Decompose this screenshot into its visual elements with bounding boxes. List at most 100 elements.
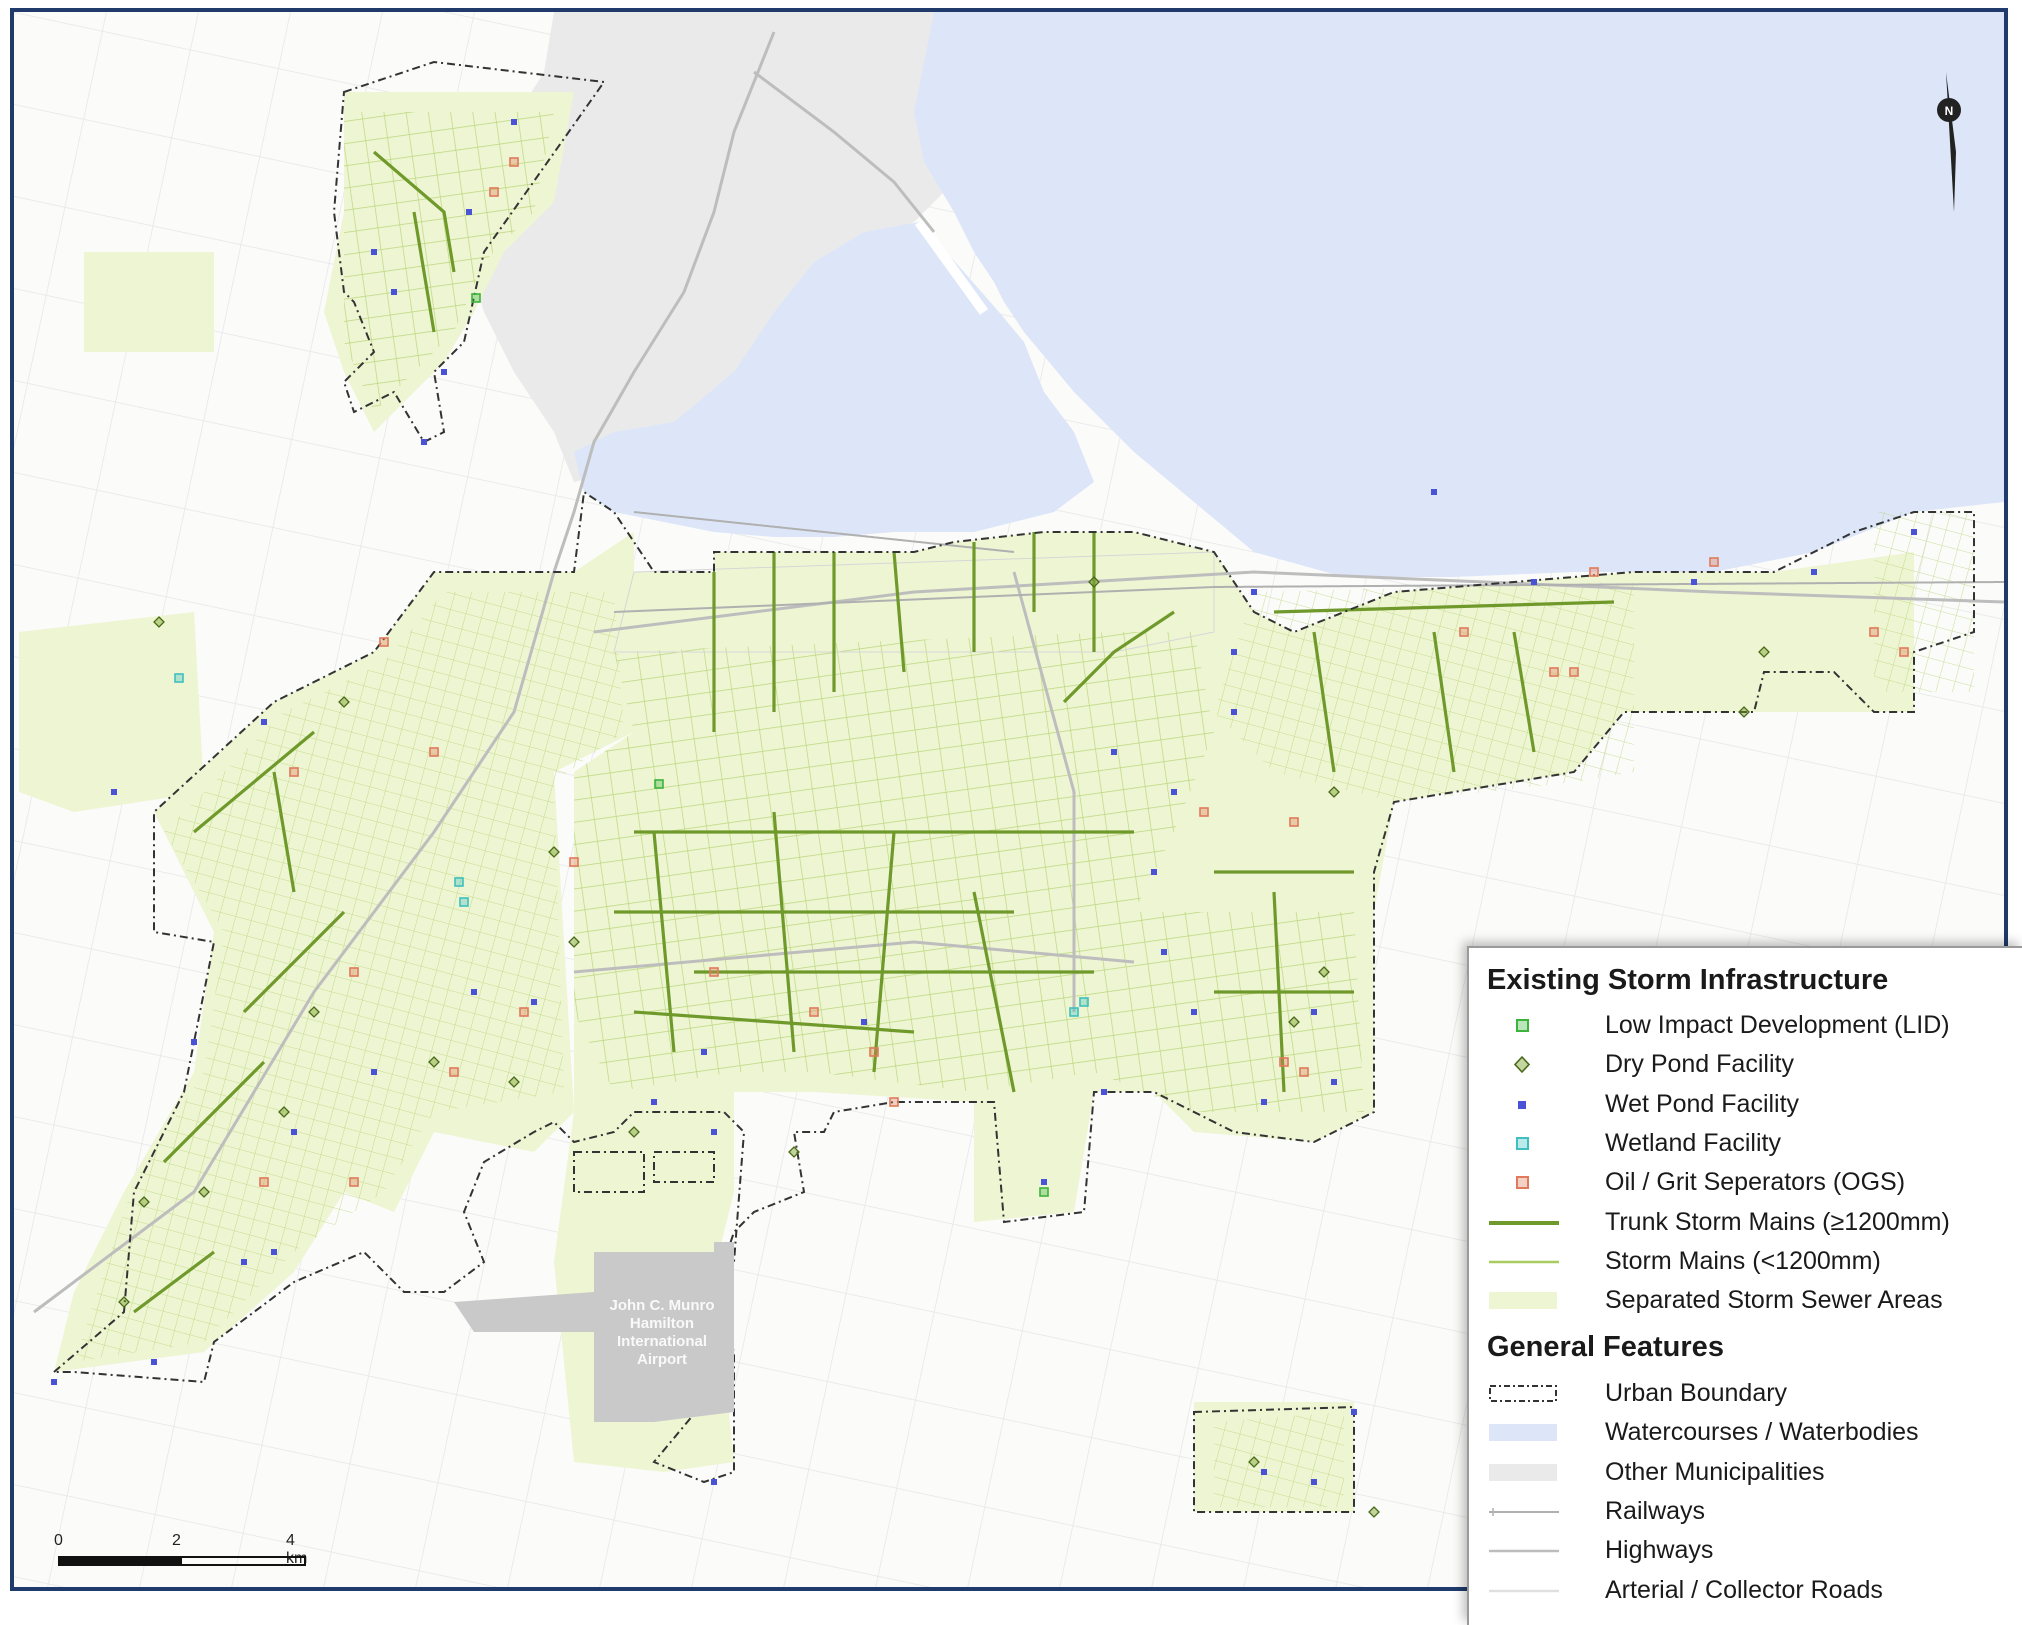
- dry-pond-marker[interactable]: [1738, 706, 1750, 718]
- ogs-marker[interactable]: [519, 1007, 529, 1017]
- wetland-marker[interactable]: [1069, 1007, 1079, 1017]
- dry-pond-marker[interactable]: [428, 1056, 440, 1068]
- dry-pond-marker[interactable]: [138, 1196, 150, 1208]
- wet-pond-marker[interactable]: [466, 209, 472, 215]
- wet-pond-marker[interactable]: [1311, 1009, 1317, 1015]
- ogs-marker[interactable]: [809, 1007, 819, 1017]
- ogs-marker[interactable]: [569, 857, 579, 867]
- ogs-marker[interactable]: [489, 187, 499, 197]
- ogs-marker[interactable]: [1869, 627, 1879, 637]
- wet-pond-marker[interactable]: [1041, 1179, 1047, 1185]
- wet-pond-marker[interactable]: [1251, 589, 1257, 595]
- wet-pond-marker[interactable]: [261, 719, 267, 725]
- wet-pond-marker[interactable]: [51, 1379, 57, 1385]
- ogs-marker[interactable]: [889, 1097, 899, 1107]
- ogs-marker[interactable]: [449, 1067, 459, 1077]
- wet-pond-marker[interactable]: [711, 1129, 717, 1135]
- dry-pond-marker[interactable]: [1758, 646, 1770, 658]
- dry-pond-marker[interactable]: [1368, 1506, 1380, 1518]
- ogs-marker[interactable]: [1589, 567, 1599, 577]
- ogs-marker[interactable]: [1289, 817, 1299, 827]
- wet-pond-marker[interactable]: [111, 789, 117, 795]
- lid-marker[interactable]: [471, 293, 481, 303]
- dry-pond-marker[interactable]: [1328, 786, 1340, 798]
- ogs-marker[interactable]: [259, 1177, 269, 1187]
- wetland-marker[interactable]: [174, 673, 184, 683]
- dry-pond-marker[interactable]: [1088, 576, 1100, 588]
- wet-pond-marker[interactable]: [241, 1259, 247, 1265]
- wet-pond-marker[interactable]: [1111, 749, 1117, 755]
- wet-pond-marker[interactable]: [531, 999, 537, 1005]
- wet-pond-marker[interactable]: [1531, 579, 1537, 585]
- wet-pond-marker[interactable]: [511, 119, 517, 125]
- wet-pond-marker[interactable]: [371, 249, 377, 255]
- wet-pond-marker[interactable]: [1261, 1099, 1267, 1105]
- dry-pond-marker[interactable]: [548, 846, 560, 858]
- ogs-marker[interactable]: [1299, 1067, 1309, 1077]
- dry-pond-marker[interactable]: [278, 1106, 290, 1118]
- lid-marker[interactable]: [1039, 1187, 1049, 1197]
- ogs-marker[interactable]: [349, 967, 359, 977]
- dry-pond-marker[interactable]: [118, 1296, 130, 1308]
- dry-pond-marker[interactable]: [338, 696, 350, 708]
- wet-pond-marker[interactable]: [1351, 1409, 1357, 1415]
- dry-pond-marker[interactable]: [788, 1146, 800, 1158]
- wet-pond-marker[interactable]: [441, 369, 447, 375]
- lid-marker[interactable]: [654, 779, 664, 789]
- wet-pond-marker[interactable]: [1101, 1089, 1107, 1095]
- ogs-marker[interactable]: [429, 747, 439, 757]
- wetland-marker[interactable]: [454, 877, 464, 887]
- ogs-marker[interactable]: [1569, 667, 1579, 677]
- wet-pond-marker[interactable]: [1231, 709, 1237, 715]
- dry-pond-marker[interactable]: [568, 936, 580, 948]
- ogs-marker[interactable]: [1899, 647, 1909, 657]
- wet-pond-marker[interactable]: [1811, 569, 1817, 575]
- wetland-marker[interactable]: [459, 897, 469, 907]
- wet-pond-marker[interactable]: [1171, 789, 1177, 795]
- wet-pond-marker[interactable]: [1911, 529, 1917, 535]
- wetland-marker[interactable]: [1079, 997, 1089, 1007]
- dry-pond-marker[interactable]: [1288, 1016, 1300, 1028]
- ogs-marker[interactable]: [1709, 557, 1719, 567]
- wet-pond-marker[interactable]: [711, 1479, 717, 1485]
- ogs-marker[interactable]: [509, 157, 519, 167]
- wet-pond-marker[interactable]: [271, 1249, 277, 1255]
- ogs-marker[interactable]: [289, 767, 299, 777]
- wet-pond-marker[interactable]: [1261, 1469, 1267, 1475]
- dry-pond-marker[interactable]: [153, 616, 165, 628]
- wet-pond-marker[interactable]: [151, 1359, 157, 1365]
- ogs-marker[interactable]: [1199, 807, 1209, 817]
- dry-pond-marker[interactable]: [1248, 1456, 1260, 1468]
- facility-markers[interactable]: [51, 119, 1917, 1518]
- wet-pond-marker[interactable]: [1191, 1009, 1197, 1015]
- wet-pond-marker[interactable]: [1231, 649, 1237, 655]
- ogs-marker[interactable]: [709, 967, 719, 977]
- wet-pond-marker[interactable]: [651, 1099, 657, 1105]
- wet-pond-marker[interactable]: [1691, 579, 1697, 585]
- dry-pond-marker[interactable]: [628, 1126, 640, 1138]
- wet-pond-marker[interactable]: [471, 989, 477, 995]
- ogs-marker[interactable]: [1549, 667, 1559, 677]
- map-canvas[interactable]: [14, 12, 2004, 1587]
- ogs-marker[interactable]: [869, 1047, 879, 1057]
- ogs-marker[interactable]: [1279, 1057, 1289, 1067]
- wet-pond-marker[interactable]: [291, 1129, 297, 1135]
- wet-pond-marker[interactable]: [1161, 949, 1167, 955]
- ogs-marker[interactable]: [1459, 627, 1469, 637]
- wet-pond-marker[interactable]: [421, 439, 427, 445]
- dry-pond-marker[interactable]: [508, 1076, 520, 1088]
- dry-pond-marker[interactable]: [308, 1006, 320, 1018]
- dry-pond-marker[interactable]: [198, 1186, 210, 1198]
- ogs-marker[interactable]: [379, 637, 389, 647]
- wet-pond-marker[interactable]: [1151, 869, 1157, 875]
- wet-pond-marker[interactable]: [1331, 1079, 1337, 1085]
- dry-pond-marker[interactable]: [1318, 966, 1330, 978]
- wet-pond-marker[interactable]: [1311, 1479, 1317, 1485]
- wet-pond-marker[interactable]: [371, 1069, 377, 1075]
- wet-pond-marker[interactable]: [1431, 489, 1437, 495]
- wet-pond-marker[interactable]: [191, 1039, 197, 1045]
- wet-pond-marker[interactable]: [391, 289, 397, 295]
- wet-pond-marker[interactable]: [701, 1049, 707, 1055]
- ogs-marker[interactable]: [349, 1177, 359, 1187]
- wet-pond-marker[interactable]: [861, 1019, 867, 1025]
